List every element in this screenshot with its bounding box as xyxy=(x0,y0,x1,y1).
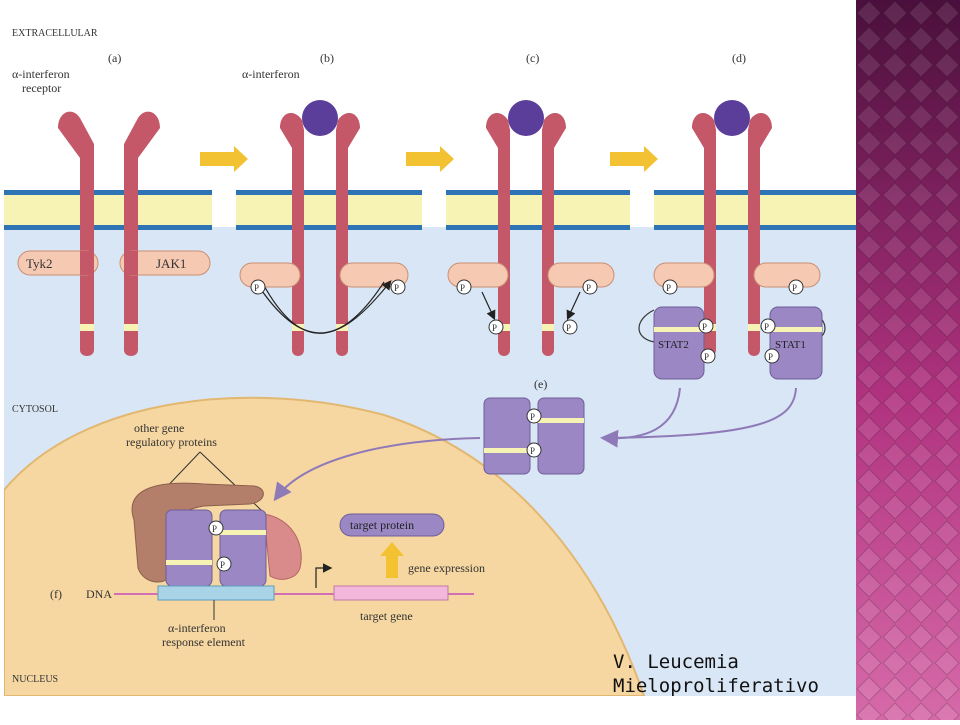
target-protein-shape xyxy=(339,513,445,537)
response-element xyxy=(157,585,275,601)
interferon-signaling-figure: EXTRACELLULAR CYTOSOL NUCLEUS (a) (b) (c… xyxy=(3,20,856,697)
response-label-line1: α-interferon xyxy=(168,621,226,635)
gene-expression-label: gene expression xyxy=(408,561,485,575)
phospho-label: P xyxy=(492,323,497,333)
gene-expression-arrow xyxy=(380,542,404,578)
phospho-label: P xyxy=(254,283,259,293)
stat2-dock-arc xyxy=(638,309,655,343)
panel-d-label: (d) xyxy=(732,51,746,65)
phospho-label: P xyxy=(704,352,709,362)
step-arrows xyxy=(200,146,658,172)
interferon-ligand-d xyxy=(714,100,750,136)
dna-label: DNA xyxy=(86,587,112,601)
receptor-label-line2: receptor xyxy=(22,81,61,95)
phospho-label: P xyxy=(586,283,591,293)
phospho-label: P xyxy=(768,352,773,362)
panel-b-label: (b) xyxy=(320,51,334,65)
phospho-label: P xyxy=(792,283,797,293)
interferon-ligand-b xyxy=(302,100,338,136)
panel-d-receptors: P P STAT2 P P STAT1 P P xyxy=(638,100,826,380)
phospho-label: P xyxy=(394,283,399,293)
regulatory-label-line1: other gene xyxy=(134,421,184,435)
phospho-label: P xyxy=(566,323,571,333)
panel-e-label: (e) xyxy=(534,377,547,391)
panel-b-receptors: P P xyxy=(239,100,409,356)
stat2-protein xyxy=(653,306,705,380)
phospho-label: P xyxy=(212,524,217,534)
panel-a-label: (a) xyxy=(108,51,121,65)
caption-line2: Mieloproliferativo xyxy=(613,675,819,697)
target-gene-label: target gene xyxy=(360,609,413,623)
panel-c-receptors: P P P P xyxy=(447,100,615,356)
regulatory-label-line2: regulatory proteins xyxy=(126,435,217,449)
pathway-diagram: EXTRACELLULAR CYTOSOL NUCLEUS (a) (b) (c… xyxy=(3,20,856,697)
caption-line1: V. Leucemia xyxy=(613,651,739,673)
transcription-complex: P P xyxy=(131,482,302,587)
phospho-label: P xyxy=(460,283,465,293)
interferon-ligand-c xyxy=(508,100,544,136)
target-gene-box xyxy=(333,585,449,601)
phospho-label: P xyxy=(530,412,535,422)
phospho-label: P xyxy=(220,560,225,570)
target-protein-label: target protein xyxy=(350,518,414,532)
phospho-label: P xyxy=(764,322,769,332)
slide-caption: V. Leucemia Mieloproliferativo xyxy=(613,650,853,698)
panel-f-label: (f) xyxy=(50,587,62,601)
nucleus-region xyxy=(3,396,646,697)
extracellular-label: EXTRACELLULAR xyxy=(12,28,98,39)
stat2-label: STAT2 xyxy=(658,339,689,351)
receptor-label-line1: α-interferon xyxy=(12,67,70,81)
tyk2-label: Tyk2 xyxy=(26,256,53,271)
cytosol-label: CYTOSOL xyxy=(12,404,58,415)
side-band-pattern xyxy=(856,0,960,720)
panel-c-label: (c) xyxy=(526,51,539,65)
phospho-label: P xyxy=(666,283,671,293)
stat1-protein xyxy=(769,306,823,380)
stat1-label: STAT1 xyxy=(775,339,806,351)
panel-a-kinases: Tyk2 JAK1 xyxy=(17,250,211,276)
panel-a-receptors xyxy=(58,111,160,356)
interferon-label: α-interferon xyxy=(242,67,300,81)
phospho-label: P xyxy=(702,322,707,332)
decorative-side-band xyxy=(856,0,960,720)
nucleus-label: NUCLEUS xyxy=(12,674,58,685)
response-label-line2: response element xyxy=(162,635,246,649)
phospho-label: P xyxy=(530,446,535,456)
jak1-label: JAK1 xyxy=(156,256,186,271)
stat-dimer-e: P P xyxy=(483,397,585,475)
